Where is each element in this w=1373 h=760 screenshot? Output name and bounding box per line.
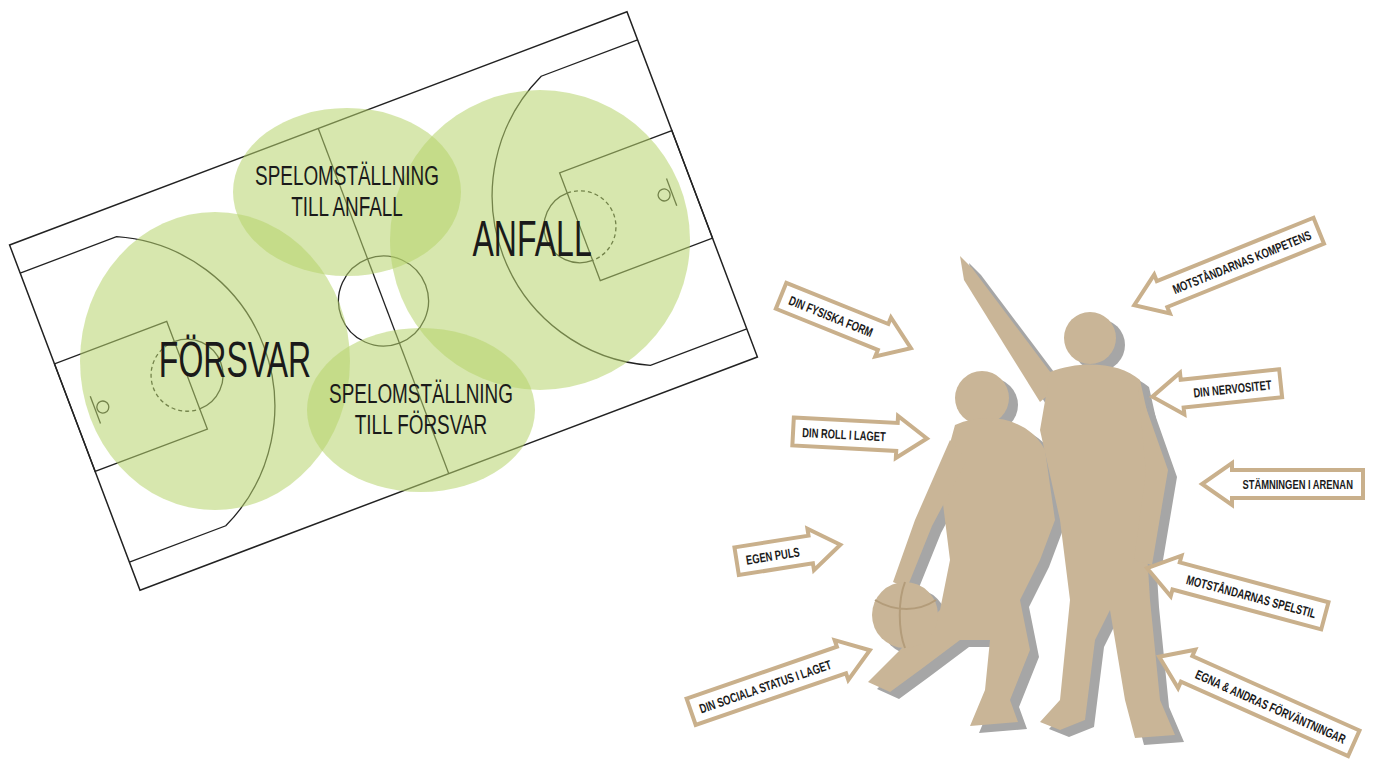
factor-arrow: MOTSTÅNDARNAS KOMPETENS (1123, 209, 1328, 328)
text-holder: SPELOMSTÄLLNING TILL FÖRSVAR (307, 328, 535, 492)
factor-arrow: DIN FYSISKA FORM (771, 274, 922, 371)
factor-arrow: DIN ROLL I LAGET (790, 408, 930, 461)
arrow-label: DIN FYSISKA FORM (787, 293, 874, 338)
zone-label: FÖRSVAR (159, 332, 311, 390)
text-holder: MOTSTÅNDARNAS SPELSTIL (1170, 554, 1333, 639)
text-holder: EGEN PULS (731, 527, 814, 584)
arrow-label: DIN SOCIALA STATUS I LAGET (697, 657, 832, 714)
text-holder: DIN FYSISKA FORM (771, 274, 892, 359)
zone-label: SPELOMSTÄLLNING TILL FÖRSVAR (316, 379, 526, 441)
text-holder: DIN NERVOSITET (1179, 360, 1284, 416)
arrow-outline (1202, 463, 1363, 505)
factor-arrow: DIN NERVOSITET (1147, 360, 1284, 420)
zone-fill (80, 212, 350, 510)
arrow-outline (1126, 211, 1326, 324)
text-holder: STÄMNINGEN I ARENAN (1232, 461, 1365, 507)
arrow-label: DIN ROLL I LAGET (802, 425, 886, 442)
zone-circle: FÖRSVAR (80, 212, 350, 510)
factor-arrow: MOTSTÅNDARNAS SPELSTIL (1139, 545, 1332, 638)
factor-arrow: EGEN PULS (731, 522, 846, 584)
text-holder: EGNA & ANDRAS FÖRVÄNTNINGAR (1177, 648, 1365, 760)
text-holder: MOTSTÅNDARNAS KOMPETENS (1153, 209, 1329, 316)
arrow-outline (684, 630, 876, 731)
arrow-outline (1142, 548, 1331, 636)
arrow-outline (1150, 362, 1283, 417)
arrow-label: DIN NERVOSITET (1192, 378, 1271, 399)
arrow-outline (1150, 637, 1362, 760)
zone-fill (307, 328, 535, 492)
zone-label: ANFALL (472, 211, 591, 269)
arrow-label: EGNA & ANDRAS FÖRVÄNTNINGAR (1194, 667, 1348, 745)
arrow-outline (733, 524, 843, 582)
basketball-court (10, 12, 758, 590)
player-silhouettes (868, 256, 1184, 745)
text-holder: DIN ROLL I LAGET (790, 408, 898, 459)
arrow-label: EGEN PULS (744, 545, 799, 566)
arrow-label: MOTSTÅNDARNAS SPELSTIL (1185, 573, 1317, 620)
factor-arrow: EGNA & ANDRAS FÖRVÄNTNINGAR (1148, 635, 1365, 760)
arrow-label: STÄMNINGEN I ARENAN (1243, 478, 1353, 491)
arrow-label: MOTSTÅNDARNAS KOMPETENS (1170, 228, 1312, 296)
factor-arrow: STÄMNINGEN I ARENAN (1200, 461, 1365, 507)
zone-label: SPELOMSTÄLLNING TILL ANFALL (242, 161, 452, 223)
arrow-outline (792, 411, 928, 460)
text-holder: DIN SOCIALA STATUS I LAGET (681, 638, 848, 734)
zone-circle: SPELOMSTÄLLNING TILL FÖRSVAR (307, 328, 535, 492)
factor-arrow: DIN SOCIALA STATUS I LAGET (681, 628, 878, 734)
text-holder: FÖRSVAR (100, 212, 370, 510)
arrow-outline (773, 276, 919, 367)
